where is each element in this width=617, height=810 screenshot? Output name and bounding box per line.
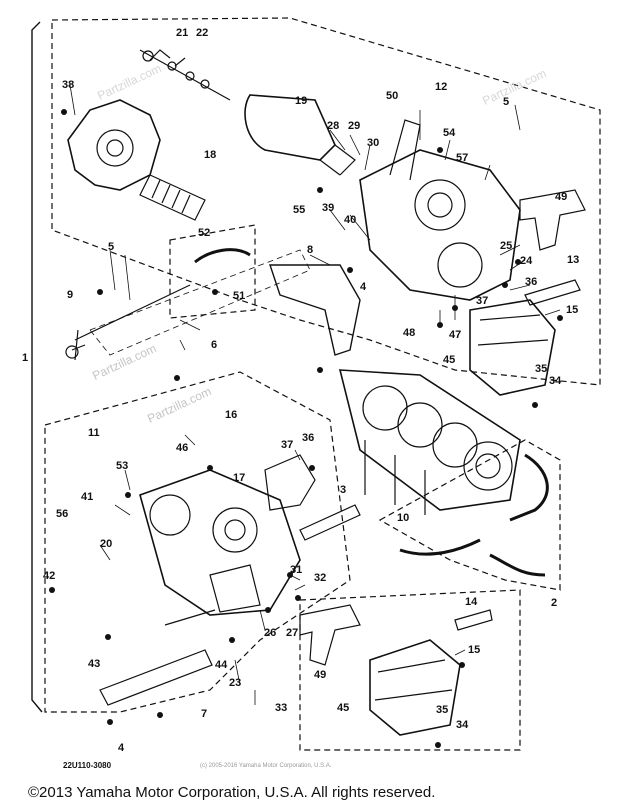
part-label-42: 42: [43, 570, 56, 582]
arm-49-lower: [299, 604, 361, 666]
arm-49-upper: [519, 189, 586, 251]
diagram-code: 22U110-3080: [63, 761, 112, 770]
part-label-35: 35: [535, 363, 548, 375]
part-label-10: 10: [397, 512, 410, 524]
piston-19: [244, 94, 336, 161]
part-label-47: 47: [449, 329, 462, 341]
part-label-36: 36: [525, 276, 538, 288]
part-label-30: 30: [367, 137, 380, 149]
part-label-15b: 15: [468, 644, 481, 656]
part-label-34b: 34: [456, 719, 469, 731]
part-label-48: 48: [403, 327, 416, 339]
part-label-35b: 35: [436, 704, 449, 716]
part-label-19: 19: [295, 95, 308, 107]
part-label-37b: 37: [281, 439, 294, 451]
throttle-assembly-17: [264, 454, 316, 511]
pipe-13: [524, 279, 581, 306]
group-51-outline: [169, 224, 256, 319]
part-label-1: 1: [22, 352, 29, 364]
intake-boot-stack: [338, 369, 521, 511]
pipe-14: [454, 609, 493, 631]
part-label-55: 55: [293, 204, 306, 216]
part-label-41: 41: [81, 491, 94, 503]
part-label-5: 5: [108, 241, 115, 253]
part-label-7: 7: [201, 708, 208, 720]
part-label-18: 18: [204, 149, 217, 161]
part-label-37: 37: [476, 295, 489, 307]
part-label-36b: 36: [302, 432, 315, 444]
bracket-plate: [269, 264, 361, 356]
part-label-14: 14: [465, 596, 478, 608]
group-2-outline: [378, 439, 561, 591]
part-label-27: 27: [286, 627, 299, 639]
copyright-footer: ©2013 Yamaha Motor Corporation, U.S.A. A…: [28, 784, 436, 801]
lower-bracket-plate: [99, 649, 213, 706]
part-label-46: 46: [176, 442, 189, 454]
part-label-33: 33: [275, 702, 288, 714]
part-label-53: 53: [116, 460, 129, 472]
part-label-12: 12: [435, 81, 448, 93]
part-label-3: 3: [340, 484, 347, 496]
part-label-52: 52: [198, 227, 211, 239]
throttle-link-9: [71, 284, 191, 361]
part-label-2: 2: [551, 597, 558, 609]
diagram-credit: (c) 2005-2016 Yamaha Motor Corporation, …: [200, 763, 332, 769]
part-label-17: 17: [233, 472, 246, 484]
part-label-31: 31: [290, 564, 303, 576]
part-label-28: 28: [327, 120, 340, 132]
fasteners: [49, 109, 563, 748]
part-label-32: 32: [314, 572, 327, 584]
part-label-25: 25: [500, 240, 513, 252]
hose-2: [399, 538, 546, 577]
spring-18: [139, 174, 206, 221]
carb-body-upper: [359, 149, 521, 301]
group-6-outline: [89, 249, 311, 356]
part-label-24: 24: [520, 255, 533, 267]
part-label-51: 51: [233, 290, 246, 302]
part-label-16: 16: [225, 409, 238, 421]
part-label-40: 40: [344, 214, 357, 226]
part-label-11: 11: [88, 427, 100, 439]
part-label-8: 8: [307, 244, 314, 256]
part-label-38: 38: [62, 79, 75, 91]
part-label-22: 22: [196, 27, 209, 39]
part-label-44: 44: [215, 659, 228, 671]
top-cover-left: [67, 99, 161, 191]
part-label-50: 50: [386, 90, 399, 102]
group-lower-outline: [299, 589, 521, 751]
part-label-20: 20: [100, 538, 113, 550]
part-label-4: 4: [118, 742, 125, 754]
pipe-3: [299, 504, 361, 541]
group-1-bracket: [31, 21, 43, 713]
part-label-9: 9: [67, 289, 74, 301]
float-bowl-upper: [469, 299, 556, 396]
part-label-57: 57: [456, 152, 469, 164]
part-label-45: 45: [443, 354, 456, 366]
part-label-43: 43: [88, 658, 101, 670]
part-label-34: 34: [549, 375, 562, 387]
hose-52: [194, 248, 251, 264]
part-label-54: 54: [443, 127, 456, 139]
part-label-26: 26: [264, 627, 277, 639]
carb-body-lower: [139, 469, 301, 616]
part-label-45b: 45: [337, 702, 350, 714]
part-label-23: 23: [229, 677, 242, 689]
part-label-5b: 5: [503, 96, 510, 108]
part-label-49b: 49: [314, 669, 327, 681]
part-label-39: 39: [322, 202, 335, 214]
part-label-21: 21: [176, 27, 189, 39]
part-label-49: 49: [555, 191, 568, 203]
float-bowl-lower: [369, 639, 461, 736]
part-label-15: 15: [566, 304, 579, 316]
part-label-6: 6: [211, 339, 218, 351]
part-label-3b: 4: [360, 281, 367, 293]
part-label-29: 29: [348, 120, 361, 132]
group-11-outline: [44, 371, 351, 713]
part-label-56: 56: [56, 508, 69, 520]
part-label-13: 13: [567, 254, 580, 266]
carburetor-exploded-diagram: [31, 17, 601, 751]
